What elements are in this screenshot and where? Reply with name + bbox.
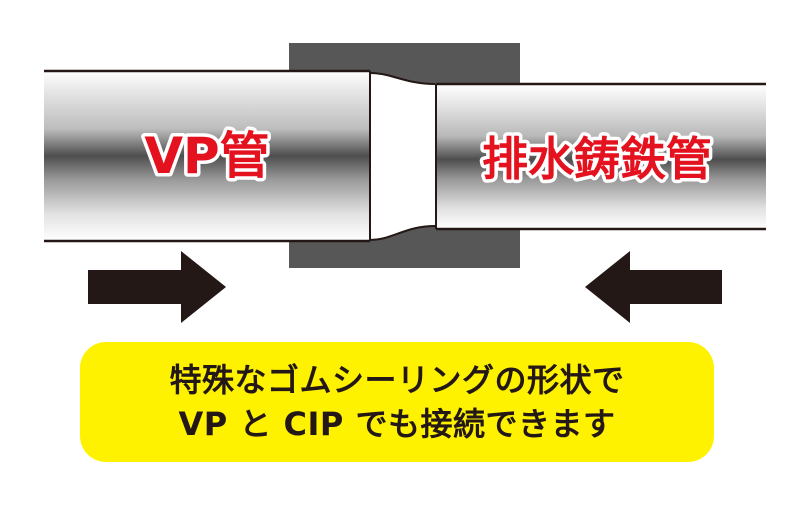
arrow-right-icon <box>88 251 226 323</box>
caption-banner: 特殊なゴムシーリングの形状で VP と CIP でも接続できます <box>80 342 714 462</box>
cast-iron-pipe-label: 排水鋳鉄管 <box>482 132 712 186</box>
caption-line-2: VP と CIP でも接続できます <box>178 405 616 443</box>
vp-pipe <box>44 71 370 241</box>
arrow-left-icon <box>585 251 722 323</box>
cast-iron-pipe <box>436 84 766 229</box>
rubber-seal <box>370 73 435 240</box>
vp-pipe-label: VP管 <box>144 127 269 185</box>
caption-line-1: 特殊なゴムシーリングの形状で <box>169 361 625 399</box>
